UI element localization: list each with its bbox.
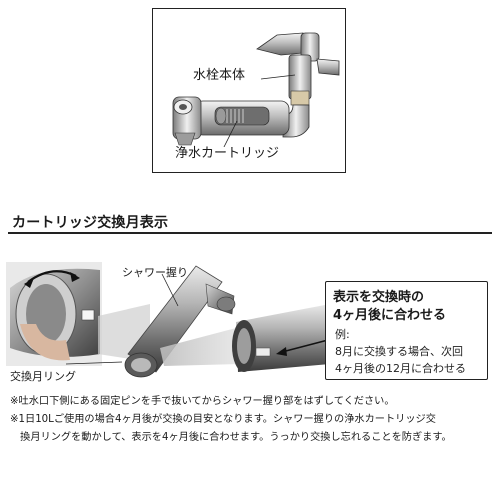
- zoom-photo-left: [6, 262, 102, 366]
- info-heading-line1: 表示を交換時の: [333, 290, 425, 305]
- example-line2: 4ヶ月後の12月に合わせる: [335, 362, 466, 375]
- info-heading-line2: 4ヶ月後に合わせる: [333, 308, 447, 323]
- label-cartridge: 浄水カートリッジ: [175, 146, 280, 161]
- note-line3: 換月リングを動かして、表示を4ヶ月後に合わせます。うっかり交換し忘れることを防ぎ…: [10, 432, 452, 443]
- cartridge-visual: [214, 106, 270, 126]
- section-title: カートリッジ交換月表示: [12, 215, 169, 231]
- label-exchange-ring: 交換月リング: [10, 370, 76, 383]
- zoom-photo-right: [232, 304, 330, 372]
- label-shower-grip: シャワー握り: [122, 266, 188, 279]
- example-line1: 8月に交換する場合、次回: [335, 345, 463, 358]
- faucet-diagram-frame: 水栓本体 浄水カートリッジ: [152, 8, 346, 173]
- hand-fingers: [20, 324, 70, 361]
- section-divider: [8, 232, 492, 234]
- note-line2: ※1日10Lご使用の場合4ヶ月後が交換の目安となります。シャワー握りの浄水カート…: [10, 414, 436, 425]
- shower-grip-image: [124, 265, 236, 378]
- info-box: 表示を交換時の 4ヶ月後に合わせる 例: 8月に交換する場合、次回 4ヶ月後の1…: [325, 281, 488, 380]
- label-faucet-body: 水栓本体: [193, 68, 246, 83]
- cartridge-photo: [6, 262, 330, 378]
- faucet-diagram: [172, 32, 340, 150]
- note-line1: ※吐水口下側にある固定ピンを手で抜いてからシャワー握り部をはずしてください。: [10, 396, 395, 407]
- example-label: 例:: [335, 328, 350, 341]
- pointer-arrow-icon: [281, 339, 329, 353]
